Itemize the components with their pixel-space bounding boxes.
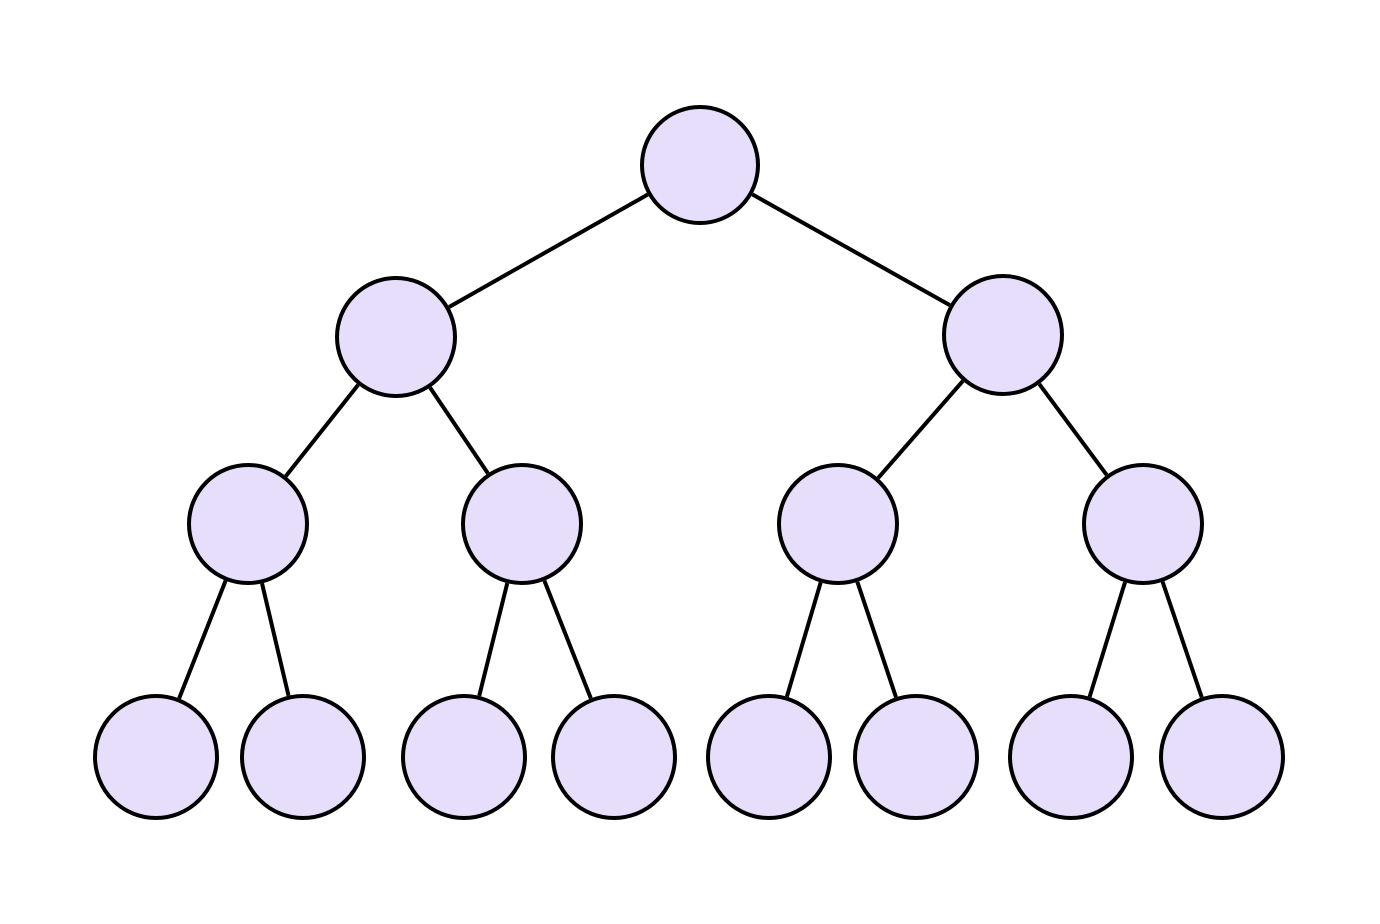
- graph-edge: [1087, 581, 1127, 698]
- graph-edge: [477, 582, 510, 697]
- graph-node-circle[interactable]: [187, 463, 309, 585]
- graph-node-circle[interactable]: [1008, 694, 1134, 820]
- graph-node-circle[interactable]: [1159, 694, 1285, 820]
- graph-node-circle[interactable]: [240, 694, 366, 820]
- graph-node-circle[interactable]: [706, 694, 832, 820]
- graph-edge: [784, 581, 823, 698]
- graph-edge: [542, 580, 593, 700]
- graph-node[interactable]: [942, 274, 1064, 396]
- graph-node[interactable]: [93, 694, 219, 820]
- graph-edge: [177, 580, 228, 700]
- graph-node[interactable]: [706, 694, 832, 820]
- graph-edge: [1037, 382, 1109, 477]
- graph-node[interactable]: [551, 694, 677, 820]
- graph-node[interactable]: [461, 463, 583, 585]
- node-layer: [93, 105, 1285, 820]
- graph-node[interactable]: [187, 463, 309, 585]
- graph-edge: [751, 192, 951, 307]
- graph-node-circle[interactable]: [942, 274, 1064, 396]
- graph-edge: [428, 386, 490, 475]
- graph-node[interactable]: [640, 105, 760, 225]
- graph-node[interactable]: [335, 276, 457, 398]
- graph-node-circle[interactable]: [853, 694, 979, 820]
- graph-node-circle[interactable]: [1082, 463, 1204, 585]
- graph-node-circle[interactable]: [401, 694, 527, 820]
- graph-node[interactable]: [1082, 463, 1204, 585]
- graph-node-circle[interactable]: [335, 276, 457, 398]
- graph-edge: [284, 383, 360, 478]
- graph-node-circle[interactable]: [551, 694, 677, 820]
- graph-node[interactable]: [1008, 694, 1134, 820]
- graph-node[interactable]: [777, 463, 899, 585]
- graph-edge: [876, 379, 965, 480]
- graph-node[interactable]: [401, 694, 527, 820]
- graph-node-circle[interactable]: [461, 463, 583, 585]
- graph-node[interactable]: [853, 694, 979, 820]
- graph-node-circle[interactable]: [93, 694, 219, 820]
- graph-node[interactable]: [240, 694, 366, 820]
- graph-edge: [855, 581, 898, 698]
- graph-node-circle[interactable]: [640, 105, 760, 225]
- graph-node-circle[interactable]: [777, 463, 899, 585]
- graph-node[interactable]: [1159, 694, 1285, 820]
- graph-edge: [448, 192, 649, 309]
- edge-layer: [177, 192, 1204, 700]
- graph-edge: [260, 582, 291, 697]
- graph-edge: [1160, 581, 1204, 698]
